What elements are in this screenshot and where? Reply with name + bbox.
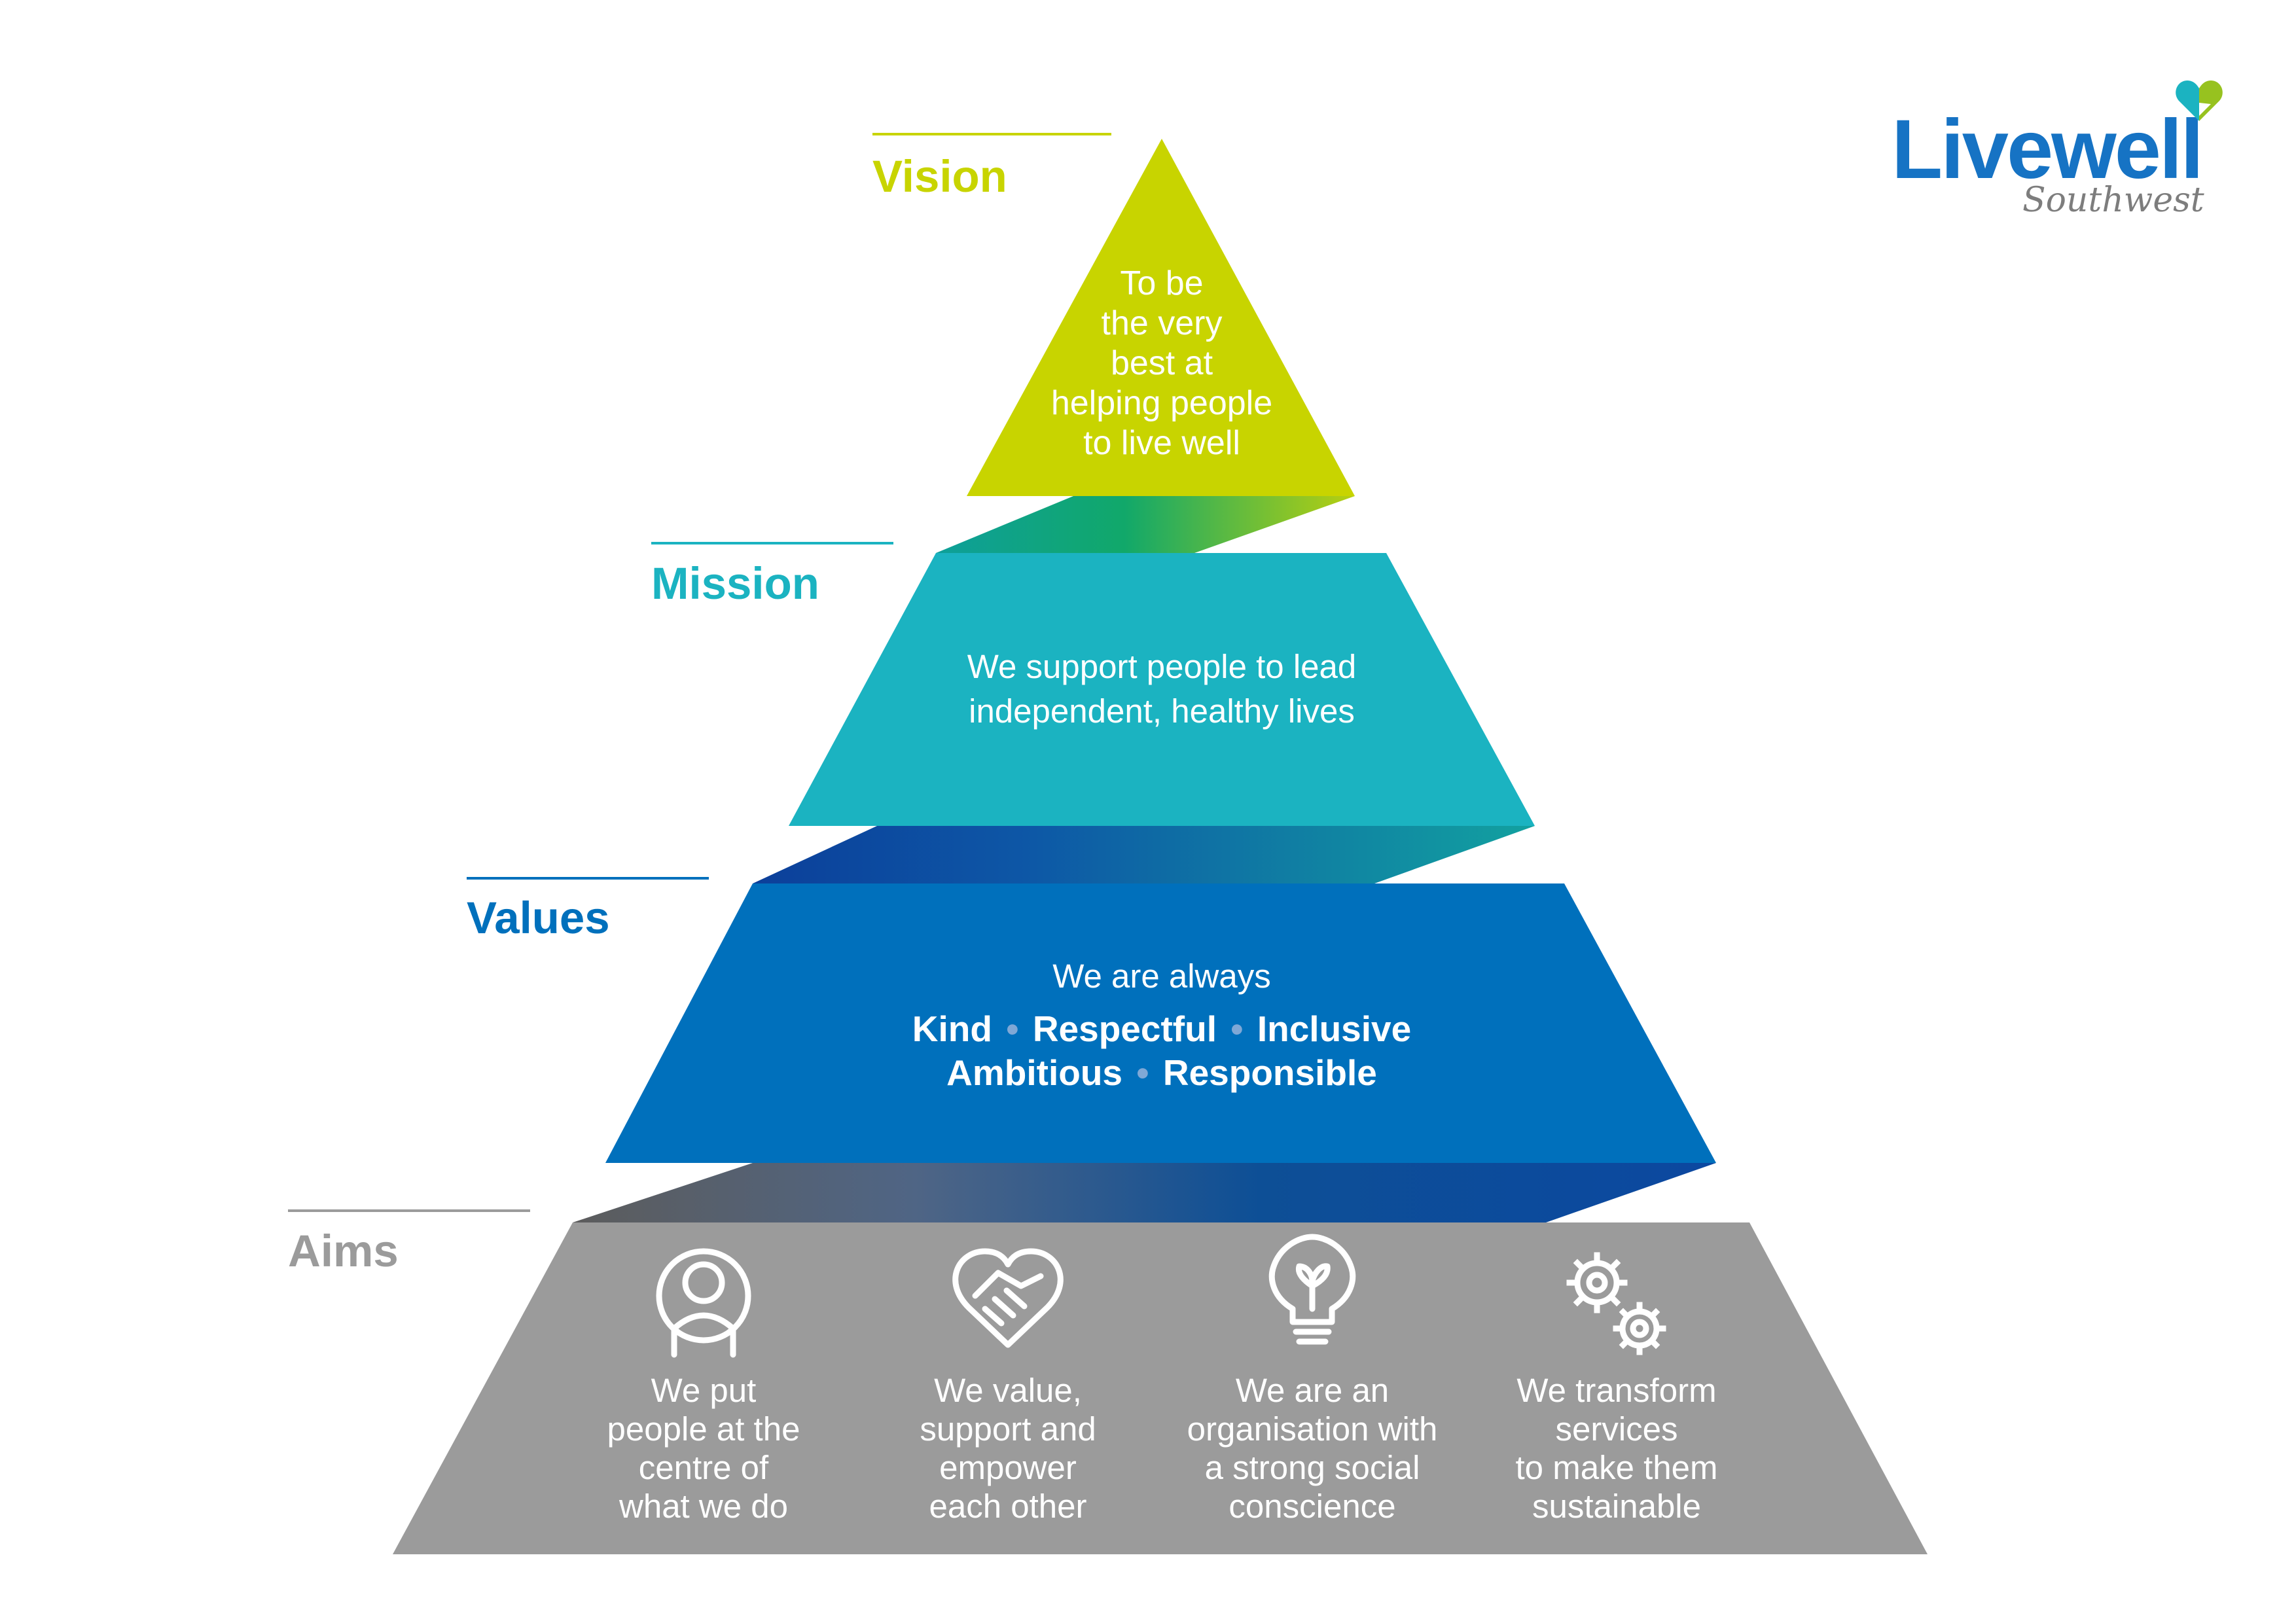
connector-mission-values — [753, 826, 1535, 883]
vision-label: Vision — [872, 151, 1007, 202]
tier-aims — [393, 1222, 1928, 1554]
vision-text: To be the very best at helping people to… — [1014, 264, 1309, 463]
aim-line: conscience — [1229, 1488, 1396, 1525]
gears-icon — [1566, 1252, 1666, 1355]
value-separator: • — [1230, 1008, 1244, 1049]
person-icon — [656, 1248, 751, 1358]
mission-line: We support people to lead — [967, 648, 1357, 685]
tier-mission — [789, 553, 1535, 826]
aim-line: We transform — [1516, 1372, 1717, 1409]
heart-handshake-icon — [952, 1248, 1064, 1348]
aim-item: We put people at the centre of what we d… — [566, 1371, 841, 1525]
vision-line: To be — [1120, 264, 1204, 302]
brand-subtitle: Southwest — [2022, 181, 2204, 220]
mission-line: independent, healthy lives — [969, 692, 1355, 730]
vision-line: the very — [1101, 304, 1223, 342]
aim-line: a strong social — [1204, 1449, 1420, 1486]
aim-line: empower — [939, 1449, 1077, 1486]
aim-line: what we do — [619, 1488, 788, 1525]
mission-rule — [651, 542, 893, 544]
aim-item: We transform services to make them susta… — [1479, 1371, 1754, 1525]
mission-text: We support people to lead independent, h… — [884, 645, 1440, 734]
connector-values-aims — [573, 1163, 1716, 1222]
aim-line: sustainable — [1532, 1488, 1701, 1525]
value-item: Responsible — [1162, 1052, 1377, 1093]
value-item: Kind — [912, 1008, 992, 1049]
value-item: Inclusive — [1257, 1008, 1412, 1049]
aim-line: each other — [929, 1488, 1087, 1525]
values-label: Values — [467, 893, 610, 943]
vision-line: helping people — [1050, 384, 1273, 422]
tier-values — [605, 883, 1716, 1163]
value-separator: • — [1006, 1008, 1019, 1049]
tier-vision — [967, 139, 1355, 496]
aim-line: centre of — [638, 1449, 769, 1486]
aim-line: support and — [920, 1410, 1096, 1448]
vision-rule — [872, 133, 1111, 135]
value-item: Respectful — [1032, 1008, 1217, 1049]
heart-logo-icon — [2176, 80, 2223, 121]
value-separator: • — [1136, 1052, 1149, 1093]
values-row: Ambitious • Responsible — [785, 1052, 1538, 1094]
lightbulb-plant-icon — [1268, 1234, 1356, 1345]
aims-label: Aims — [288, 1226, 399, 1276]
aim-line: people at the — [607, 1410, 800, 1448]
aim-line: We are an — [1235, 1372, 1390, 1409]
values-intro: We are always — [1052, 957, 1271, 995]
value-item: Ambitious — [946, 1052, 1123, 1093]
aim-line: services — [1555, 1410, 1678, 1448]
values-row: Kind • Respectful • Inclusive — [785, 1008, 1538, 1050]
connector-vision-mission — [936, 496, 1355, 553]
aims-rule — [288, 1209, 530, 1212]
vision-line: to live well — [1083, 424, 1240, 462]
aim-line: to make them — [1515, 1449, 1718, 1486]
aim-line: We put — [651, 1372, 757, 1409]
vision-line: best at — [1110, 344, 1213, 382]
mission-label: Mission — [651, 558, 819, 609]
aim-line: organisation with — [1187, 1410, 1438, 1448]
aim-item: We are an organisation with a strong soc… — [1175, 1371, 1450, 1525]
brand-logo: Livewell Southwest — [1885, 75, 2251, 232]
values-rule — [467, 877, 709, 880]
aim-item: We value, support and empower each other — [870, 1371, 1145, 1525]
brand-name: Livewell — [1892, 103, 2204, 196]
aim-line: We value, — [934, 1372, 1082, 1409]
